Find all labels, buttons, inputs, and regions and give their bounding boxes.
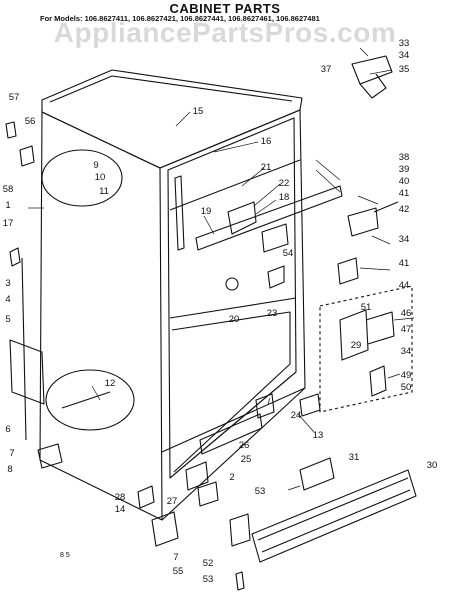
- callout: 35: [399, 64, 410, 75]
- callout: 13: [313, 430, 324, 441]
- callout: 7: [9, 448, 14, 459]
- callout: 21: [261, 162, 272, 173]
- callout: 53: [255, 486, 266, 497]
- callout: 8: [7, 464, 12, 475]
- callout: 29: [351, 340, 362, 351]
- callout: 55: [173, 566, 184, 577]
- callout: 1: [5, 200, 10, 211]
- callout: 30: [427, 460, 438, 471]
- callout: 49: [401, 370, 412, 381]
- callout: 7: [173, 552, 178, 563]
- callout: 41: [399, 258, 410, 269]
- callout: 33: [399, 38, 410, 49]
- callout: 54: [283, 248, 294, 259]
- callout: 16: [261, 136, 272, 147]
- callout: 24: [291, 410, 302, 421]
- callout: 31: [349, 452, 360, 463]
- callout: 34: [399, 50, 410, 61]
- callout: 41: [399, 188, 410, 199]
- callout: 42: [399, 204, 410, 215]
- callout: 25: [241, 454, 252, 465]
- callout: 12: [105, 378, 116, 389]
- callout: 15: [193, 106, 204, 117]
- callout: 3: [5, 278, 10, 289]
- callout: 9: [93, 160, 98, 171]
- callout: 39: [399, 164, 410, 175]
- callout: 17: [3, 218, 14, 229]
- callout: 51: [361, 302, 372, 313]
- hinge-strip: [195, 185, 343, 251]
- cabinet-right-face: [159, 109, 306, 521]
- callout: 5: [5, 314, 10, 325]
- callout: 6: [5, 424, 10, 435]
- callout: 34: [401, 346, 412, 357]
- callout: 19: [201, 206, 212, 217]
- callout: 38: [399, 152, 410, 163]
- callout: 28: [115, 492, 126, 503]
- model-list: For Models: 106.8627411, 106.8627421, 10…: [40, 14, 320, 23]
- callout: 40: [399, 176, 410, 187]
- grille: [251, 469, 417, 563]
- callout: 52: [203, 558, 214, 569]
- callout: 58: [3, 184, 14, 195]
- callout: 2: [229, 472, 234, 483]
- callout: 23: [267, 308, 278, 319]
- callout: 57: [9, 92, 20, 103]
- callout: 46: [401, 308, 412, 319]
- watermark: AppliancePartsPros.com: [53, 17, 397, 48]
- callout: 34: [399, 234, 410, 245]
- callout: 47: [401, 324, 412, 335]
- callout: 53: [203, 574, 214, 585]
- callout: 50: [401, 382, 412, 393]
- footnote: 8 5: [60, 552, 70, 559]
- callout: 4: [5, 294, 10, 305]
- callout: 56: [25, 116, 36, 127]
- callout: 18: [279, 192, 290, 203]
- callout: 14: [115, 504, 126, 515]
- callout: 44: [399, 280, 410, 291]
- callout: 10: [95, 172, 106, 183]
- callout: 27: [167, 496, 178, 507]
- callout: 20: [229, 314, 240, 325]
- callout: 26: [239, 440, 250, 451]
- callout: 37: [321, 64, 332, 75]
- page-title: CABINET PARTS: [169, 1, 281, 16]
- callout: 22: [279, 178, 290, 189]
- callout: 11: [99, 186, 109, 197]
